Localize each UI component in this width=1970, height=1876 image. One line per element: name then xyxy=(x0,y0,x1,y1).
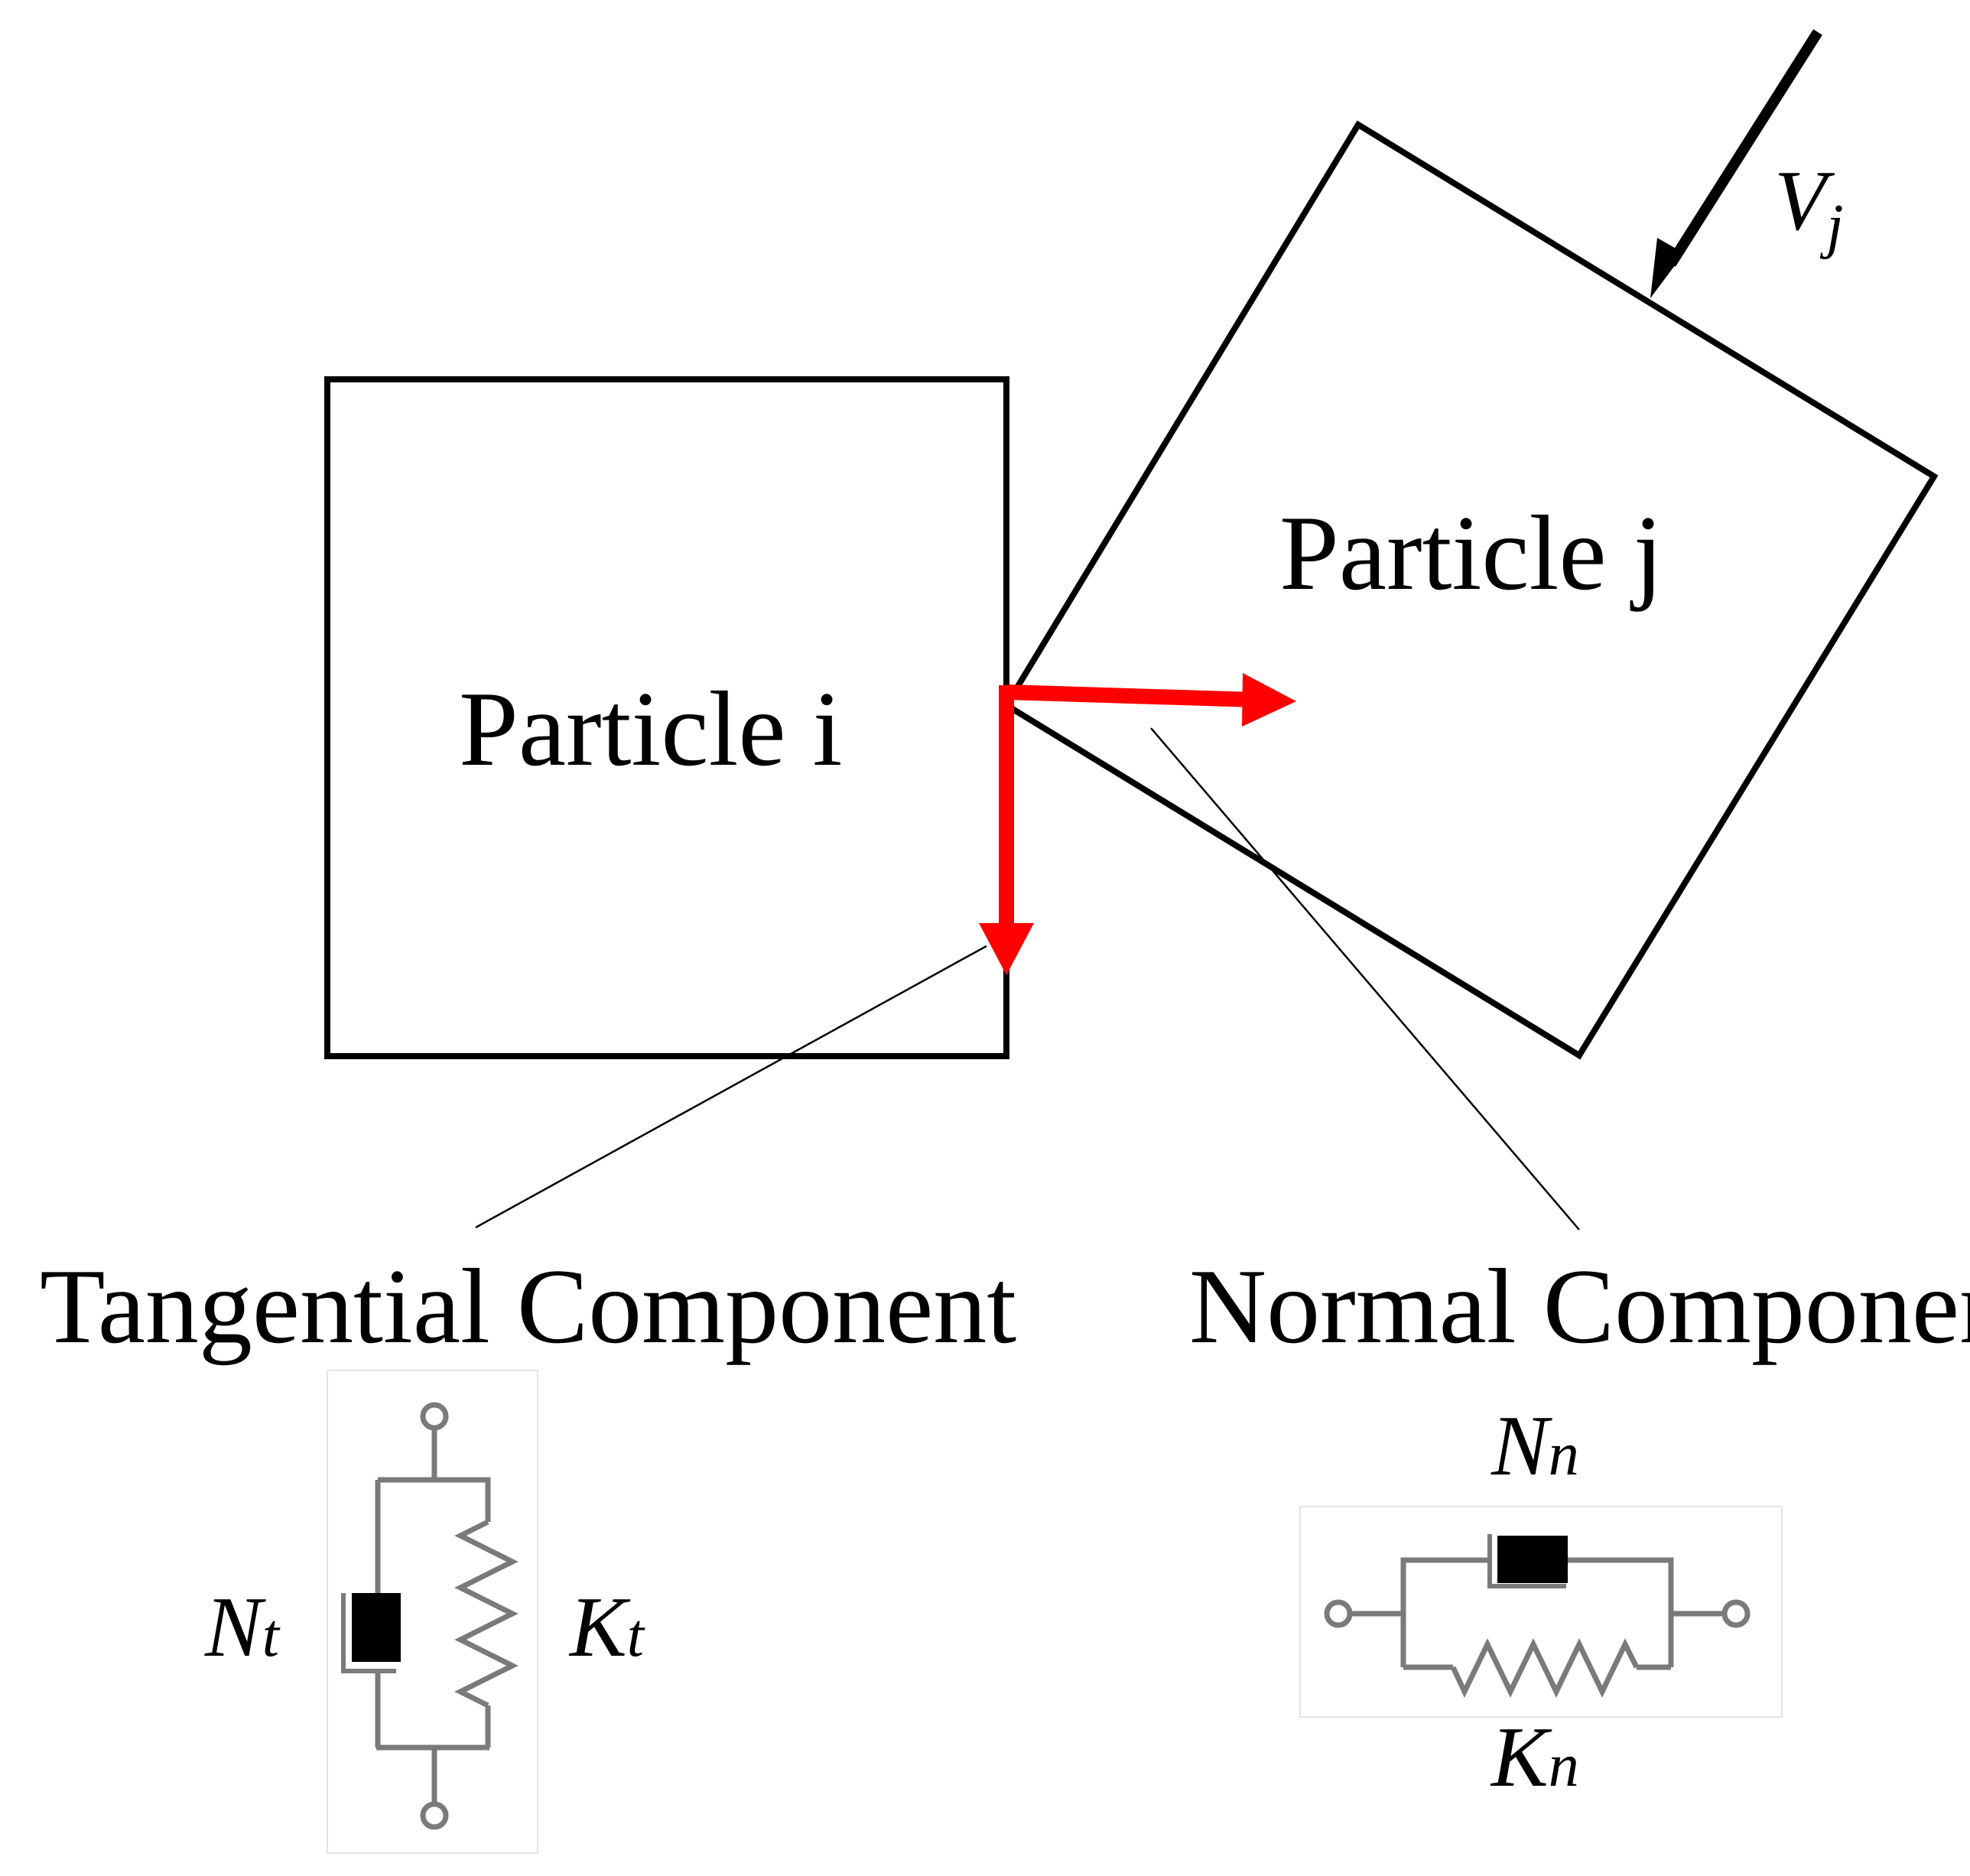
normal-circuit xyxy=(1299,1506,1783,1718)
normal-leader-line xyxy=(1150,727,1580,1231)
normal-spring-label: Kn xyxy=(1490,1710,1579,1805)
velocity-symbol: V xyxy=(1774,154,1835,249)
tangential-spring xyxy=(454,1519,519,1709)
normal-spring xyxy=(1450,1637,1640,1699)
velocity-label: Vj xyxy=(1774,154,1844,260)
velocity-arrow xyxy=(1650,29,1822,298)
normal-damper-label: Nn xyxy=(1491,1399,1579,1494)
tangential-direction-arrow xyxy=(979,685,1034,975)
particle-i-label: Particle i xyxy=(459,670,842,788)
normal-component-title: Normal Component xyxy=(1189,1247,1970,1366)
particle-j-label: Particle j xyxy=(1279,494,1663,613)
tangential-bottom-terminal xyxy=(420,1801,449,1830)
tangential-component-title: Tangential Component xyxy=(40,1247,1016,1366)
tangential-damper-label: Nt xyxy=(204,1580,281,1675)
normal-damper xyxy=(1487,1534,1568,1588)
tangential-damper xyxy=(341,1593,401,1673)
tangential-leader-line xyxy=(475,945,987,1229)
tangential-spring-label: Kt xyxy=(568,1580,645,1675)
tangential-circuit xyxy=(327,1370,538,1854)
normal-right-terminal xyxy=(1721,1599,1751,1628)
particle-j-square xyxy=(1002,120,1939,1060)
normal-direction-arrow xyxy=(1006,673,1296,727)
